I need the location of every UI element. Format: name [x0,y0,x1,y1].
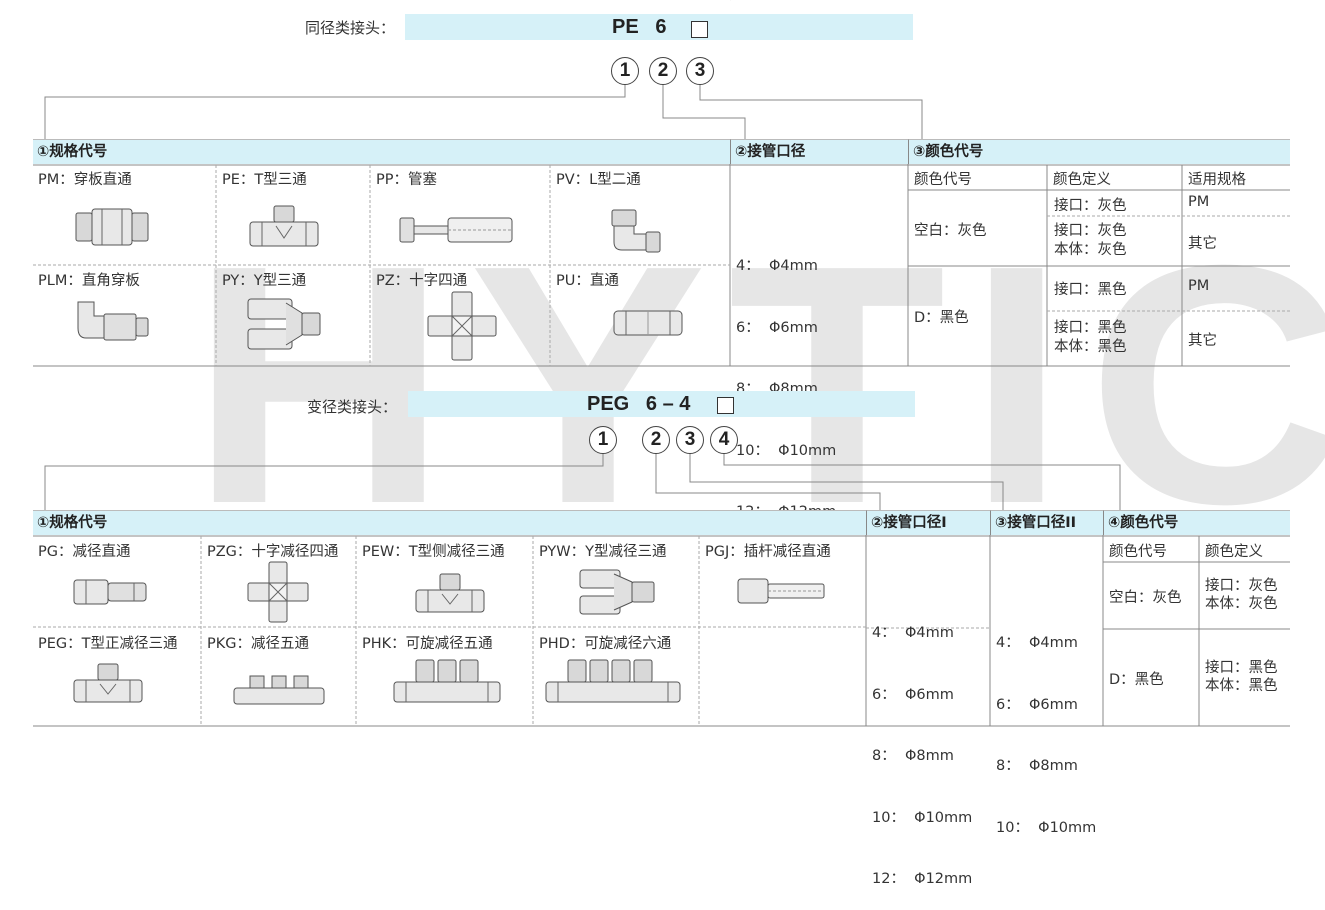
reducing-size1-list: 4： Φ4mm 6： Φ6mm 8： Φ8mm 10： Φ10mm 12： Φ1… [872,582,972,910]
color-col-spec: 适用规格 [1188,172,1246,188]
equal-size-list: 4： Φ4mm 6： Φ6mm 8： Φ8mm 10： Φ10mm 12： Φ1… [736,215,836,543]
color-col-def: 颜色定义 [1205,544,1263,560]
reducing-item-label: PEG：T型正减径三通 [38,636,178,652]
cross-fitting-icon [427,291,497,361]
color-def: 接口：黑色 本体：黑色 [1054,320,1127,355]
equal-circle-3: 3 [686,57,714,85]
size-item: 6： Φ6mm [872,686,954,703]
size-item: 8： Φ8mm [872,748,954,764]
reducing-item-label: PHK：可旋减径五通 [362,636,493,652]
reducing-item-label: PKG：减径五通 [207,636,309,652]
reducing-circle-3: 3 [676,426,704,454]
color-def: 接口：黑色 本体：黑色 [1205,660,1278,694]
equal-item-label: PP：管塞 [376,172,437,188]
size-item: 12： Φ12mm [872,871,973,887]
equal-code-bar [405,14,913,40]
reducing-size1-header: ②接管口径I [866,510,990,535]
reducing-item-label: PYW：Y型减径三通 [539,544,667,560]
reducing-circle-4: 4 [710,426,738,454]
equal-item-label: PV：L型二通 [556,172,641,188]
tee-fitting-icon [249,205,319,247]
equal-code-label: 同径类接头： [305,19,396,37]
reducing-circle-2: 2 [642,426,670,454]
color-def: 接口：灰色 本体：灰色 [1205,578,1278,612]
size-item: 10： Φ10mm [872,809,973,826]
color-col-code: 颜色代号 [1109,544,1167,560]
reducing-code-bar [408,391,915,417]
equal-code-box [691,21,708,38]
elbow-fitting-icon [611,209,661,253]
reducer-y-icon [579,569,655,615]
equal-circle-2: 2 [649,57,677,85]
y-fitting-icon [247,298,321,350]
equal-spec-header: ①规格代号 [33,139,730,164]
connector-lines [33,84,1290,727]
equal-item-label: PLM：直角穿板 [38,273,140,289]
size-item: 4： Φ4mm [736,258,818,274]
reducer-straight-icon [73,579,147,605]
reducing-item-label: PHD：可旋减径六通 [539,636,672,652]
swivel-six-way-icon [545,659,681,703]
color-code-blank: 空白：灰色 [914,223,987,239]
reducing-item-label: PGJ：插杆减径直通 [705,544,831,560]
reducing-size2-list: 4： Φ4mm 6： Φ6mm 8： Φ8mm 10： Φ10mm [996,592,1096,859]
swivel-five-way-icon [393,659,501,703]
equal-item-label: PE：T型三通 [222,172,307,188]
union-straight-icon [613,310,683,336]
color-def: 接口：灰色 [1054,198,1127,214]
size-item: 8： Φ8mm [996,758,1078,774]
size-item: 6： Φ6mm [996,696,1078,713]
color-spec: PM [1188,278,1210,294]
size-item: 4： Φ4mm [996,635,1078,651]
reducing-circle-1: 1 [589,426,617,454]
equal-size-header: ②接管口径 [730,139,908,164]
equal-item-label: PY：Y型三通 [222,273,307,289]
reducing-size2-header: ③接管口径II [990,510,1103,535]
reducer-cross-icon [247,561,309,623]
size-item: 10： Φ10mm [996,819,1097,836]
equal-item-label: PZ：十字四通 [376,273,468,289]
size-item: 6： Φ6mm [736,319,818,336]
color-spec: PM [1188,194,1210,210]
bulkhead-union-icon [75,208,149,246]
size-item: 4： Φ4mm [872,625,954,641]
color-def: 接口：灰色 本体：灰色 [1054,223,1127,258]
equal-circle-1: 1 [611,57,639,85]
reducing-color-header: ④颜色代号 [1103,510,1290,535]
page: 同径类接头： PE 6 [33,14,1290,887]
color-code-black: D：黑色 [1109,672,1164,688]
elbow-bulkhead-icon [77,301,149,341]
equal-item-label: PU：直通 [556,273,619,289]
equal-color-header: ③颜色代号 [908,139,1290,164]
color-def: 接口：黑色 [1054,282,1127,298]
reducer-five-way-icon [233,675,325,705]
size-item: 10： Φ10mm [736,442,837,459]
color-code-black: D：黑色 [914,310,969,326]
reducing-code-text: PEG 6 – 4 [587,393,691,415]
reducer-stem-icon [737,578,825,604]
reducing-item-label: PZG：十字减径四通 [207,544,339,560]
color-spec: 其它 [1188,236,1217,252]
equal-code-text: PE 6 [612,16,667,38]
plug-icon [399,217,513,243]
color-col-def: 颜色定义 [1053,172,1111,188]
reducing-spec-header: ①规格代号 [33,510,866,535]
color-spec: 其它 [1188,333,1217,349]
reducing-item-label: PEW：T型侧减径三通 [362,544,505,560]
reducing-code-box [717,397,734,414]
equal-item-label: PM：穿板直通 [38,172,132,188]
color-col-code: 颜色代号 [914,172,972,188]
color-code-blank: 空白：灰色 [1109,590,1182,606]
reducer-tee-center-icon [73,663,143,703]
reducer-tee-side-icon [415,573,485,613]
watermark-logo: HYTIC [190,195,1325,575]
reducing-code-label: 变径类接头： [307,398,398,416]
reducing-item-label: PG：减径直通 [38,544,131,560]
